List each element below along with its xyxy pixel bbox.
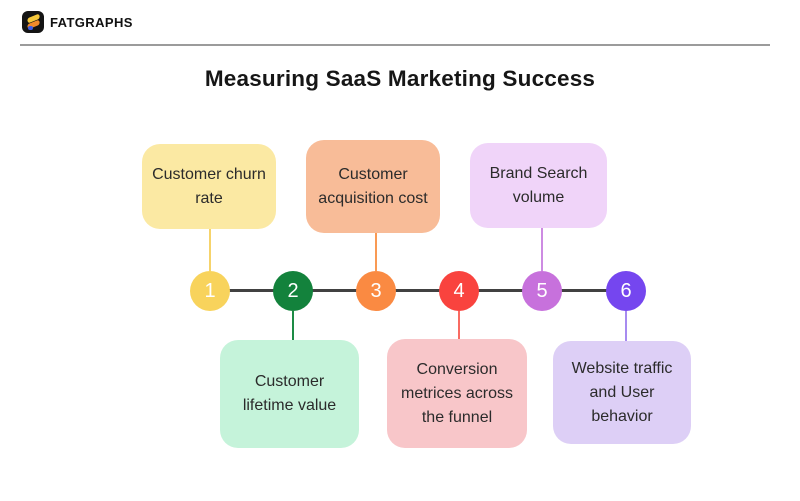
step-number: 5	[536, 279, 548, 302]
connector-line	[458, 311, 460, 339]
metric-label: Brand Search volume	[489, 164, 588, 206]
connector-line	[541, 228, 543, 271]
step-circle: 1	[190, 271, 230, 311]
metric-label: Website traffic and User behavior	[571, 359, 673, 425]
connector-line	[625, 311, 627, 341]
connector-line	[209, 229, 211, 271]
step-number: 2	[287, 279, 299, 302]
logo-dot-icon	[28, 25, 33, 30]
step-number: 3	[370, 279, 382, 302]
metric-card: Website traffic and User behavior	[553, 341, 691, 444]
step-circle: 2	[273, 271, 313, 311]
metric-label: Conversion metrices across the funnel	[400, 360, 514, 426]
metric-card: Customer lifetime value	[220, 340, 359, 448]
metric-card: Customer acquisition cost	[306, 140, 440, 233]
connector-line	[292, 311, 294, 340]
metric-card: Customer churn rate	[142, 144, 276, 229]
header-divider	[20, 44, 770, 46]
step-number: 6	[620, 279, 632, 302]
metric-label: Customer acquisition cost	[318, 165, 428, 207]
metric-label: Customer churn rate	[152, 165, 266, 207]
timeline-line	[210, 289, 626, 292]
metric-card: Brand Search volume	[470, 143, 607, 228]
brand-name: FATGRAPHS	[50, 15, 133, 30]
page-title: Measuring SaaS Marketing Success	[204, 66, 596, 91]
metric-label: Customer lifetime value	[242, 373, 337, 414]
step-circle: 4	[439, 271, 479, 311]
metric-card: Conversion metrices across the funnel	[387, 339, 527, 448]
step-circle: 6	[606, 271, 646, 311]
step-circle: 5	[522, 271, 562, 311]
step-number: 1	[204, 279, 216, 302]
connector-line	[375, 233, 377, 271]
step-circle: 3	[356, 271, 396, 311]
step-number: 4	[453, 279, 465, 302]
fatgraphs-logo-icon	[22, 11, 44, 33]
